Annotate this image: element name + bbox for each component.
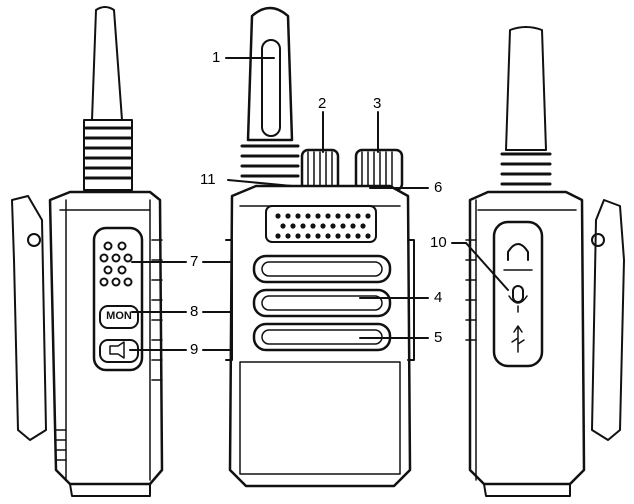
mon-button-label: MON xyxy=(106,310,132,322)
callout-1: 1 xyxy=(212,49,221,66)
right-antenna xyxy=(505,26,547,151)
headphone-icon xyxy=(507,243,529,261)
usb-icon xyxy=(511,325,525,353)
callout-11: 11 xyxy=(200,171,216,188)
callout-6: 6 xyxy=(434,179,443,196)
ptt-panel xyxy=(92,226,144,372)
front-slot-2 xyxy=(252,288,392,318)
left-belt-clip xyxy=(11,195,47,441)
callout-5: 5 xyxy=(434,329,443,346)
leader-lines xyxy=(129,57,509,351)
front-antenna xyxy=(246,6,294,142)
callout-8: 8 xyxy=(190,303,199,320)
callout-9: 9 xyxy=(190,341,199,358)
front-view xyxy=(225,6,415,488)
right-belt-clip xyxy=(591,199,625,441)
volume-knob xyxy=(300,148,340,192)
callout-7: 7 xyxy=(190,253,199,270)
callout-4: 4 xyxy=(434,289,443,306)
left-side-view xyxy=(11,6,164,497)
channel-knob xyxy=(354,148,404,192)
callout-2: 2 xyxy=(318,95,327,112)
right-side-view xyxy=(465,26,625,497)
front-slot-1 xyxy=(252,254,392,284)
mon-button xyxy=(99,305,139,329)
accessory-cover xyxy=(492,220,544,368)
mic-icon xyxy=(512,285,524,303)
left-antenna xyxy=(91,6,123,121)
callout-3: 3 xyxy=(373,95,382,112)
callout-10: 10 xyxy=(430,234,447,251)
